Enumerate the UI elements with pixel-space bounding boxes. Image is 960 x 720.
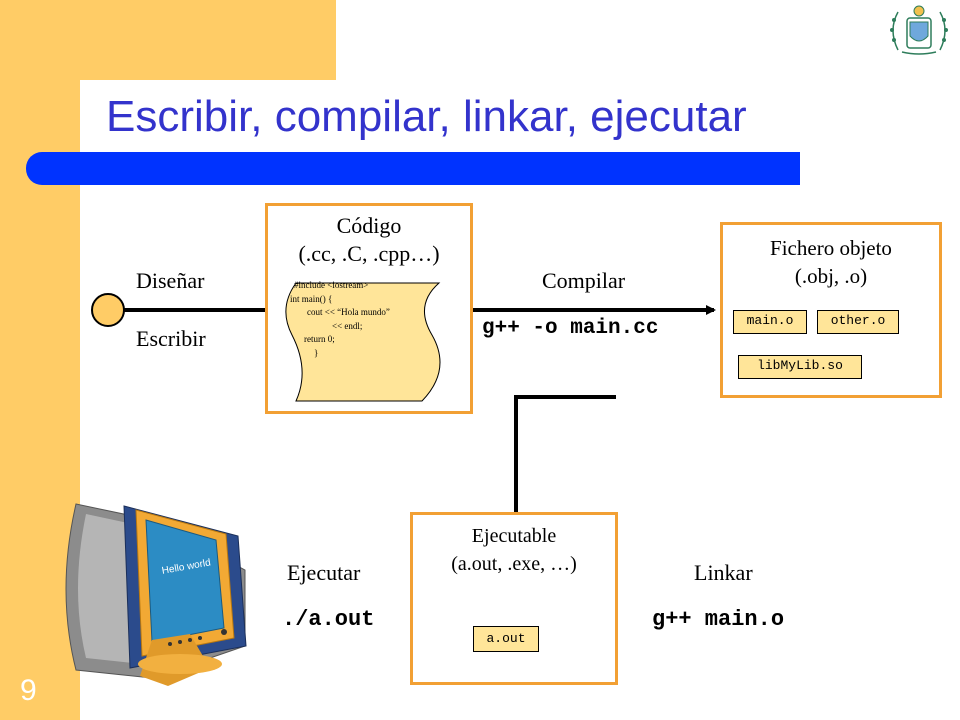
link-label: Linkar	[694, 560, 753, 585]
executable-title: Ejecutable (a.out, .exe, …)	[410, 522, 618, 578]
code-line: << endl;	[332, 320, 363, 331]
university-crest-logo	[890, 5, 948, 55]
run-label: Ejecutar	[287, 560, 361, 585]
compile-label: Compilar	[542, 268, 626, 293]
executable-extensions: (a.out, .exe, …)	[451, 553, 577, 575]
code-document-shape	[285, 282, 441, 402]
source-code-title: Código (.cc, .C, .cpp…)	[265, 212, 473, 268]
slide-number: 9	[20, 674, 37, 707]
object-file-title-line1: Fichero objeto	[770, 236, 892, 260]
slide-title: Escribir, compilar, linkar, ejecutar	[106, 92, 747, 141]
computer-monitor-illustration	[65, 503, 247, 686]
code-line: int main() {	[290, 293, 333, 304]
link-command: g++ main.o	[652, 607, 785, 632]
run-command: ./a.out	[282, 607, 375, 632]
executable-file-a-out: a.out	[473, 626, 539, 652]
code-line: #include <iostream>	[294, 280, 369, 290]
code-line: }	[314, 347, 319, 358]
write-label: Escribir	[136, 326, 206, 351]
top-band	[80, 0, 336, 80]
source-code-extensions: (.cc, .C, .cpp…)	[298, 241, 440, 266]
executable-box	[410, 512, 618, 685]
code-line: return 0;	[304, 334, 335, 344]
object-file-main-o: main.o	[733, 310, 807, 334]
source-code-title-line1: Código	[336, 213, 402, 238]
title-underline-bar	[26, 152, 800, 185]
code-snippet: #include <iostream> int main() { cout <<…	[290, 279, 390, 360]
object-file-other-o: other.o	[817, 310, 899, 334]
code-line: cout << “Hola mundo”	[307, 307, 390, 317]
library-file-libmylib: libMyLib.so	[738, 355, 862, 379]
design-label: Diseñar	[136, 268, 205, 293]
executable-title-line1: Ejecutable	[471, 525, 557, 547]
start-node-circle	[91, 293, 125, 327]
compile-command: g++ -o main.cc	[482, 317, 659, 340]
object-file-extensions: (.obj, .o)	[794, 264, 868, 288]
object-file-title: Fichero objeto (.obj, .o)	[720, 234, 942, 290]
